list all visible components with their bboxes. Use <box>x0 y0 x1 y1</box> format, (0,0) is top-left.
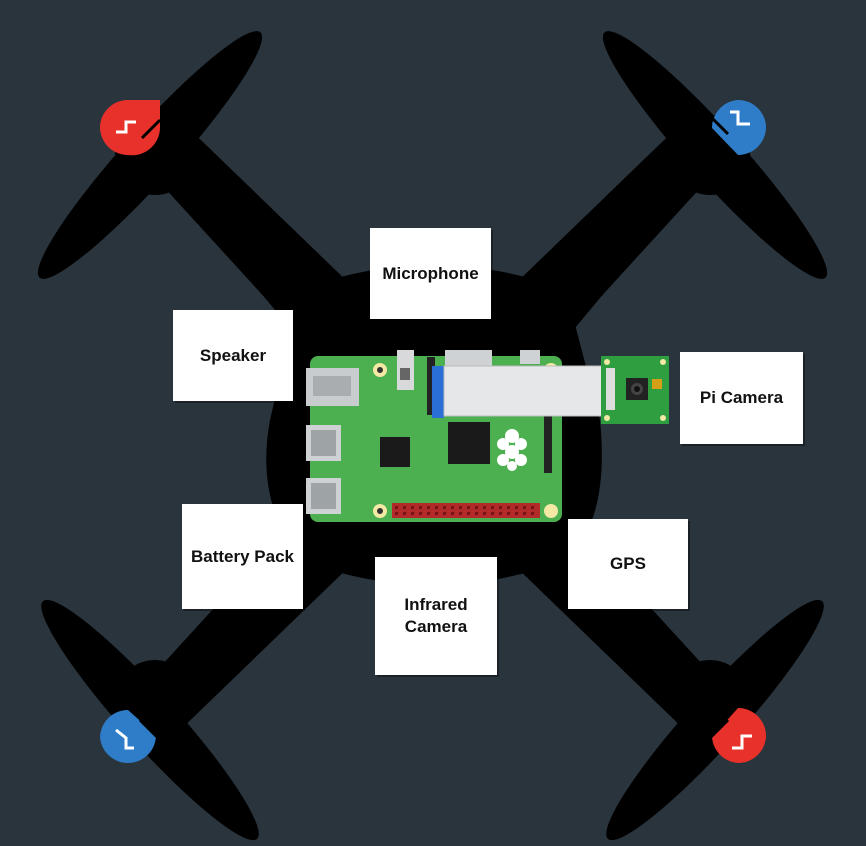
pi-camera-label: Pi Camera <box>680 352 803 444</box>
gpio-pins <box>395 506 534 515</box>
microphone-label-text: Microphone <box>382 263 479 283</box>
battery-pack-label-text: Battery Pack <box>190 546 294 566</box>
gps-label-text: GPS <box>610 554 646 573</box>
gpio-header <box>392 503 540 518</box>
motor-front-right-blue-icon <box>710 99 767 155</box>
speaker-label: Speaker <box>173 310 293 401</box>
gps-label: GPS <box>568 519 688 609</box>
camera-ribbon-cable <box>432 365 606 418</box>
infrared-camera-label-text: Infrared Camera <box>404 595 468 636</box>
pi-camera-module-icon <box>601 356 669 424</box>
motor-front-left-red-icon <box>99 99 162 156</box>
motor-rear-left-blue-icon <box>100 709 160 764</box>
speaker-label-text: Speaker <box>199 345 267 365</box>
microphone-label: Microphone <box>370 228 491 319</box>
motor-rear-right-red-icon <box>708 708 767 764</box>
pi-camera-label-text: Pi Camera <box>699 388 784 407</box>
infrared-camera-label: Infrared Camera <box>375 557 497 675</box>
raspberry-logo <box>497 429 527 471</box>
battery-pack-label: Battery Pack <box>182 504 303 609</box>
